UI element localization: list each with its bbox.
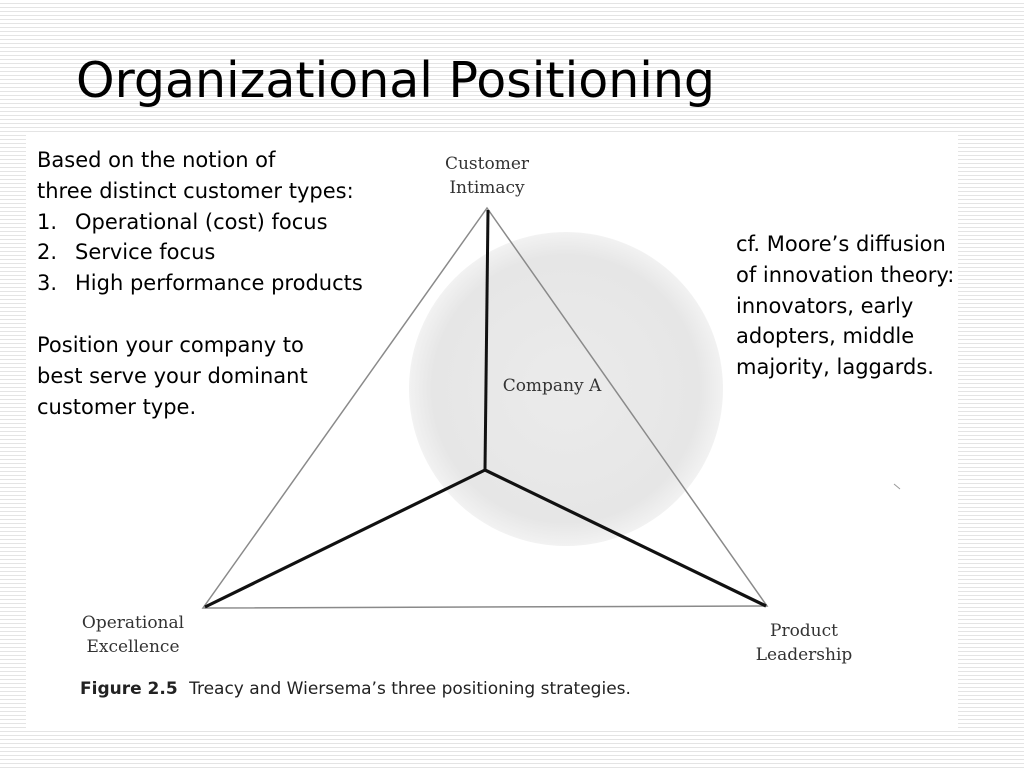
label-customer-intimacy: Customer Intimacy bbox=[437, 152, 537, 200]
axis-customer-intimacy bbox=[483, 209, 490, 471]
list-item-label: Operational (cost) focus bbox=[75, 209, 328, 234]
list-item-number: 1. bbox=[37, 209, 58, 234]
list-item-label: High performance products bbox=[75, 271, 363, 296]
paragraph-spacer bbox=[37, 299, 437, 330]
label-company-a: Company A bbox=[502, 376, 602, 396]
customer-types-text: Based on the notion of three distinct cu… bbox=[37, 145, 437, 422]
intro-line-1: Based on the notion of bbox=[37, 148, 276, 172]
list-item-number: 3. bbox=[37, 271, 58, 296]
caption-figure-number: Figure 2.5 bbox=[80, 679, 178, 699]
moore-reference-text: cf. Moore’s diffusion of innovation theo… bbox=[736, 229, 1016, 383]
moore-line-5: majority, laggards. bbox=[736, 355, 934, 380]
position-line-1: Position your company to bbox=[37, 332, 304, 357]
caption-text: Treacy and Wiersema’s three positioning … bbox=[189, 679, 631, 699]
list-item: 1. Operational (cost) focus bbox=[37, 207, 437, 238]
list-item: 2. Service focus bbox=[37, 237, 437, 268]
list-item: 3. High performance products bbox=[37, 268, 437, 299]
label-product-leadership: Product Leadership bbox=[752, 619, 856, 667]
axis-product-leadership bbox=[484, 468, 767, 608]
label-operational-excellence: Operational Excellence bbox=[78, 611, 188, 659]
axis-operational-excellence bbox=[204, 468, 486, 609]
stray-mark bbox=[893, 483, 901, 490]
label-product-leadership-line2: Leadership bbox=[755, 645, 853, 665]
triangle-outline bbox=[201, 206, 769, 609]
label-operational-excellence-line2: Excellence bbox=[86, 637, 180, 657]
customer-types-list: 1. Operational (cost) focus 2. Service f… bbox=[37, 207, 437, 299]
moore-line-4: adopters, middle bbox=[736, 324, 915, 349]
label-operational-excellence-line1: Operational bbox=[81, 613, 185, 633]
slide-title: Organizational Positioning bbox=[76, 52, 716, 109]
list-item-label: Service focus bbox=[75, 240, 216, 265]
label-product-leadership-line1: Product bbox=[770, 621, 838, 641]
label-customer-intimacy-line2: Intimacy bbox=[449, 178, 525, 198]
label-customer-intimacy-line1: Customer bbox=[444, 154, 530, 174]
moore-line-3: innovators, early bbox=[736, 293, 914, 318]
list-item-number: 2. bbox=[37, 240, 58, 265]
figure-caption: Figure 2.5 Treacy and Wiersema’s three p… bbox=[80, 679, 631, 699]
moore-line-2: of innovation theory: bbox=[736, 262, 955, 287]
moore-line-1: cf. Moore’s diffusion bbox=[736, 232, 946, 256]
position-line-3: customer type. bbox=[37, 394, 197, 419]
position-line-2: best serve your dominant bbox=[37, 363, 308, 388]
intro-line-2: three distinct customer types: bbox=[37, 178, 354, 203]
